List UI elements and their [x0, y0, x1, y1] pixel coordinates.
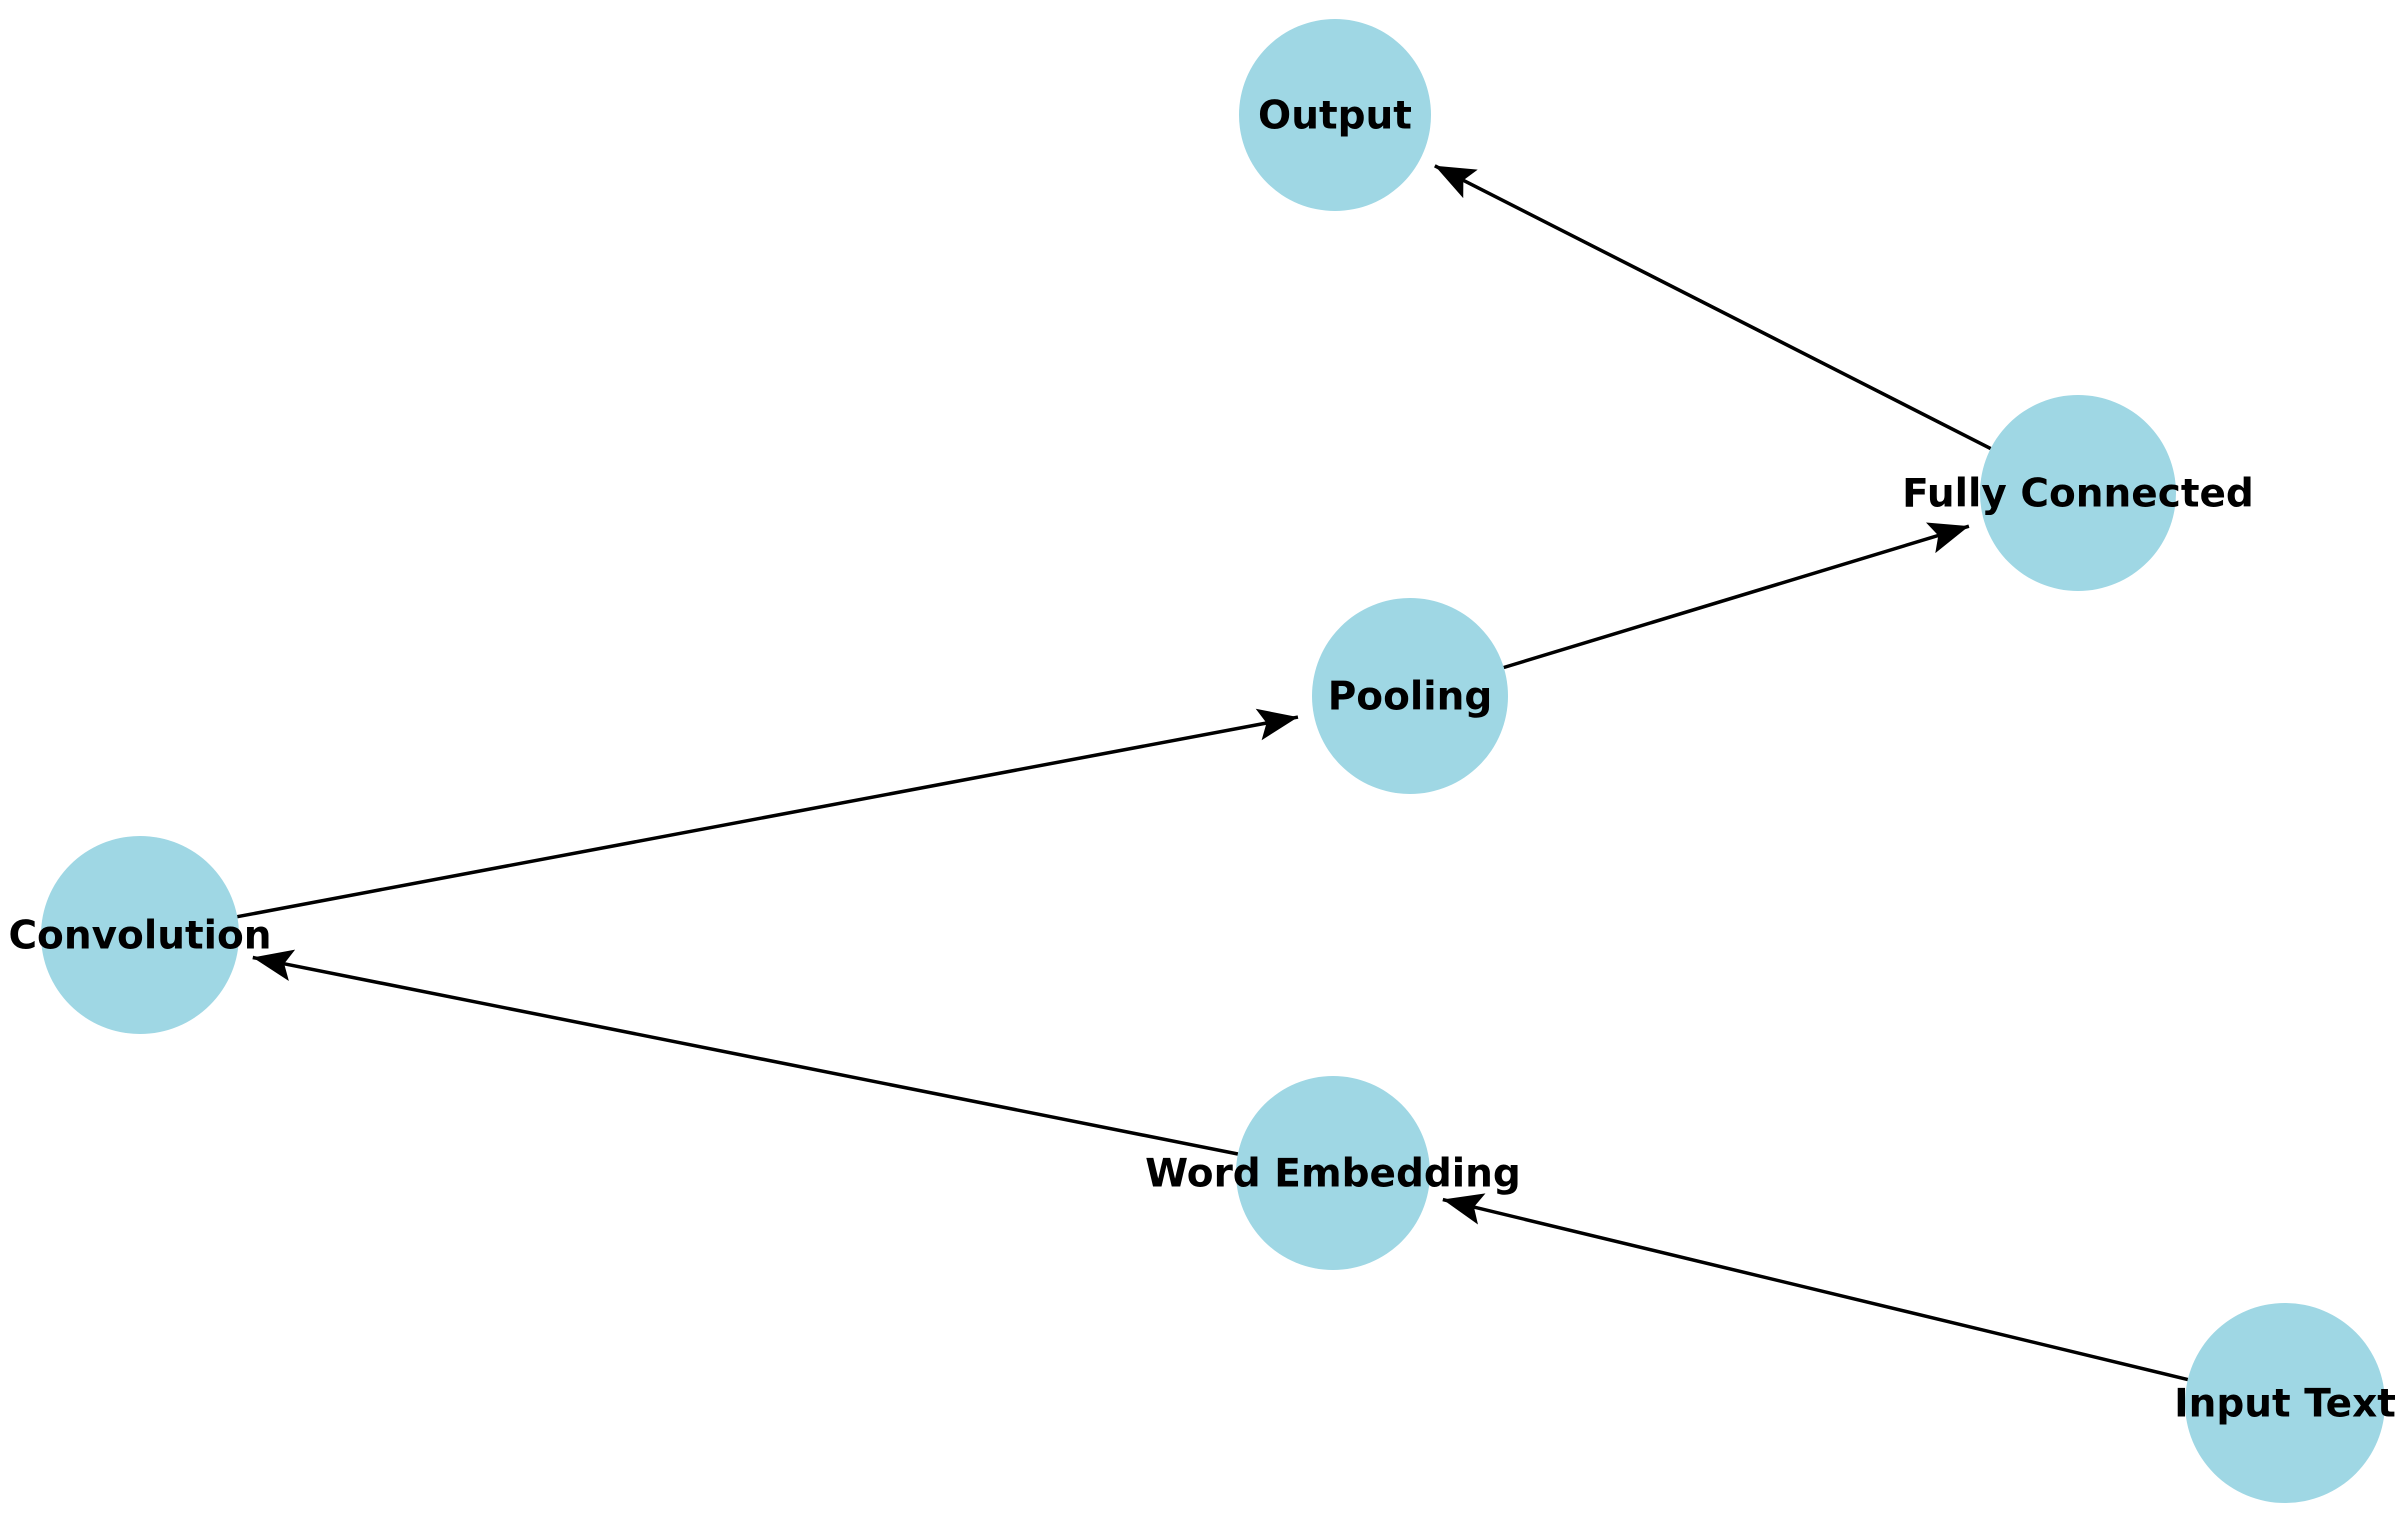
node-pooling	[1312, 598, 1508, 794]
edge-convolution-to-pooling	[236, 708, 1299, 919]
edge-fully-connected-to-output	[1434, 164, 1992, 451]
node-label-pooling: Pooling	[1328, 675, 1493, 720]
node-label-output: Output	[1258, 94, 1412, 139]
node-label-word-embedding: Word Embedding	[1145, 1152, 1521, 1197]
node-label-fully-connected: Fully Connected	[1902, 472, 2254, 517]
node-convolution	[41, 836, 239, 1034]
node-label-input-text: Input Text	[2174, 1382, 2396, 1427]
edge-pooling-to-fully-connected	[1503, 522, 1970, 670]
edge-input-text-to-word-embedding	[1442, 1193, 2189, 1382]
node-input-text	[2185, 1303, 2385, 1503]
node-word-embedding	[1236, 1076, 1430, 1270]
edge-word-embedding-to-convolution	[252, 949, 1239, 1156]
node-fully-connected	[1980, 395, 2176, 591]
node-output	[1239, 19, 1431, 211]
node-label-convolution: Convolution	[8, 914, 271, 959]
